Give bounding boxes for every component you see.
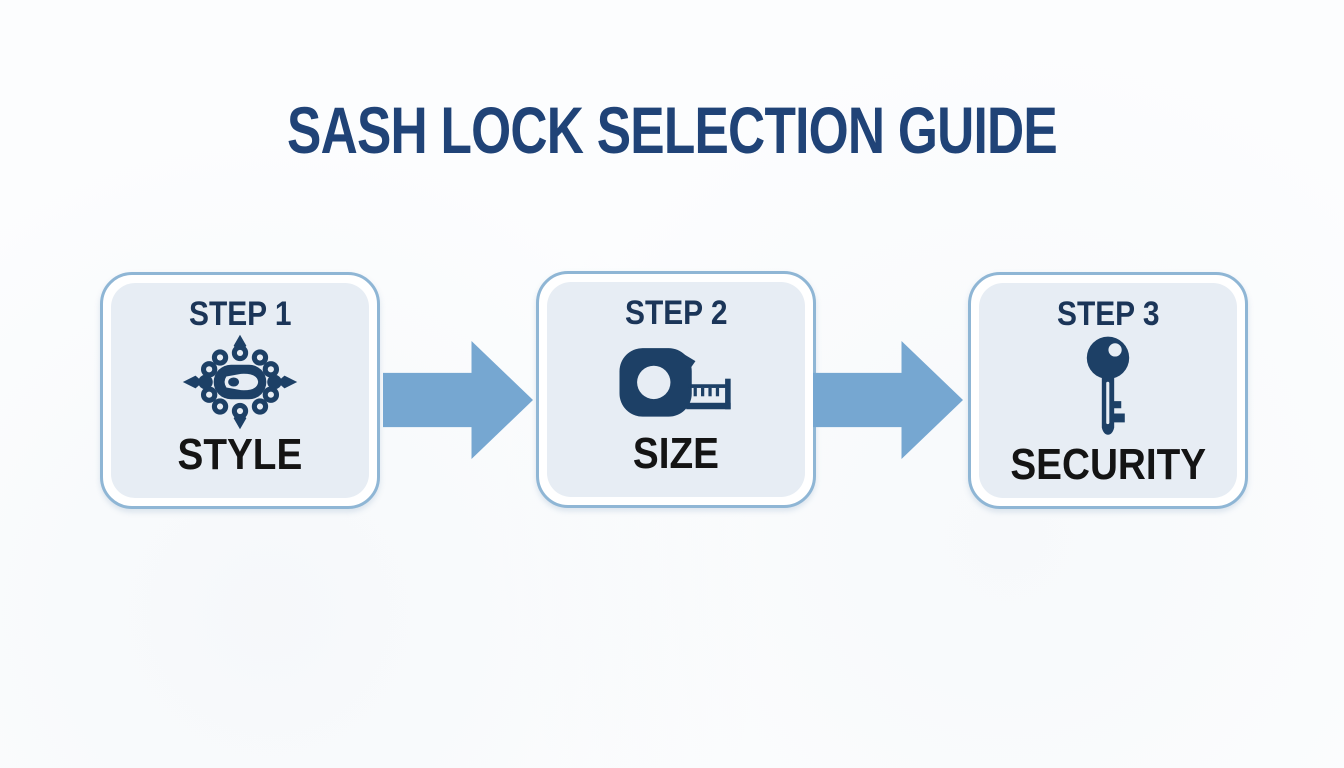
step-card-security: STEP 3 SECURITY	[968, 272, 1248, 509]
step-card-size-inner: STEP 2 SIZE	[547, 282, 805, 497]
step-card-style-inner: STEP 1	[111, 283, 369, 498]
step-number-label: STEP 1	[188, 295, 292, 333]
ornament-icon	[182, 334, 298, 430]
icon-container	[615, 333, 737, 429]
step-name-label: SIZE	[632, 429, 720, 478]
step-name-label: SECURITY	[1010, 440, 1206, 489]
step-card-security-inner: STEP 3 SECURITY	[979, 283, 1237, 498]
arrow-right-icon	[383, 341, 533, 459]
icon-container	[181, 334, 299, 430]
icon-container	[1074, 334, 1142, 440]
arrow-right-icon	[813, 341, 963, 459]
step-card-size: STEP 2 SIZE	[536, 271, 816, 508]
step-name-label: STYLE	[177, 430, 303, 479]
step-number-label: STEP 3	[1056, 295, 1160, 333]
key-icon	[1086, 336, 1130, 435]
step-card-style: STEP 1	[100, 272, 380, 509]
step-number-label: STEP 2	[624, 294, 728, 332]
page-title: SASH LOCK SELECTION GUIDE	[287, 93, 1058, 167]
tape-measure-icon	[619, 348, 731, 417]
